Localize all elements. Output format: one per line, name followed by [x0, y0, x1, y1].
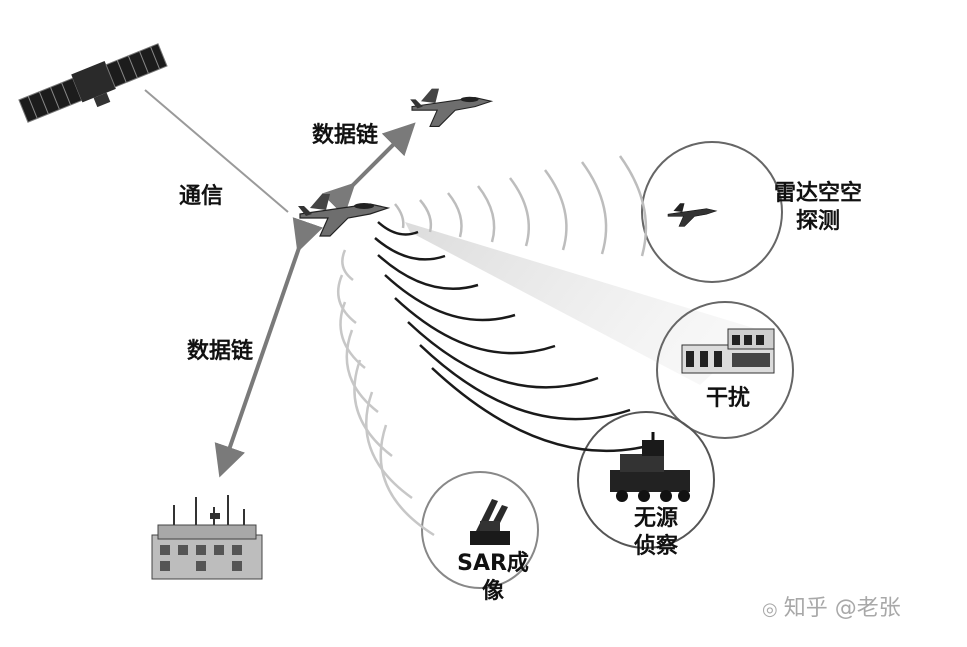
passive-recon-label: 无源 侦察 — [626, 505, 686, 561]
datalink-top-arrow — [321, 122, 416, 217]
target-jet-icon — [667, 203, 718, 227]
sar-waves — [337, 249, 435, 537]
watermark-text: 知乎 @老张 — [783, 596, 901, 621]
sar-target-circle — [421, 471, 539, 589]
jamming-target-circle — [656, 301, 794, 439]
sar-label-line2: 像 — [481, 579, 504, 604]
passive-vehicle-icon — [610, 432, 690, 502]
passive-target-circle — [577, 411, 715, 549]
sar-imaging-label: SAR成 像 — [448, 550, 538, 606]
datalink-left-label: 数据链 — [187, 339, 254, 364]
radar-waves — [394, 155, 648, 257]
sar-label-line1: SAR成 — [457, 551, 529, 576]
main-fighter-icon — [298, 194, 391, 237]
passive-label-line2: 侦察 — [633, 534, 678, 559]
jamming-waves — [374, 221, 663, 453]
datalink-left-arrow — [214, 217, 323, 478]
jamming-building-icon — [681, 328, 775, 374]
top-fighter-icon — [410, 88, 494, 127]
jamming-beam — [405, 222, 760, 385]
radar-target-circle — [641, 141, 783, 283]
jamming-label: 干扰 — [706, 386, 751, 411]
comm-label: 通信 — [179, 184, 224, 209]
passive-label-line1: 无源 — [633, 506, 678, 531]
comm-link-line — [144, 89, 289, 213]
sar-launcher-icon — [470, 499, 510, 545]
radar-detection-label: 雷达空空 探测 — [772, 180, 864, 236]
satellite-icon — [18, 43, 168, 123]
radar-label-line1: 雷达空空 — [773, 181, 862, 206]
ground-station-icon — [151, 495, 263, 580]
watermark: ◎知乎 @老张 — [762, 590, 901, 622]
radar-label-line2: 探测 — [795, 209, 840, 234]
datalink-top-label: 数据链 — [312, 123, 379, 148]
wechat-icon: ◎ — [762, 599, 778, 620]
